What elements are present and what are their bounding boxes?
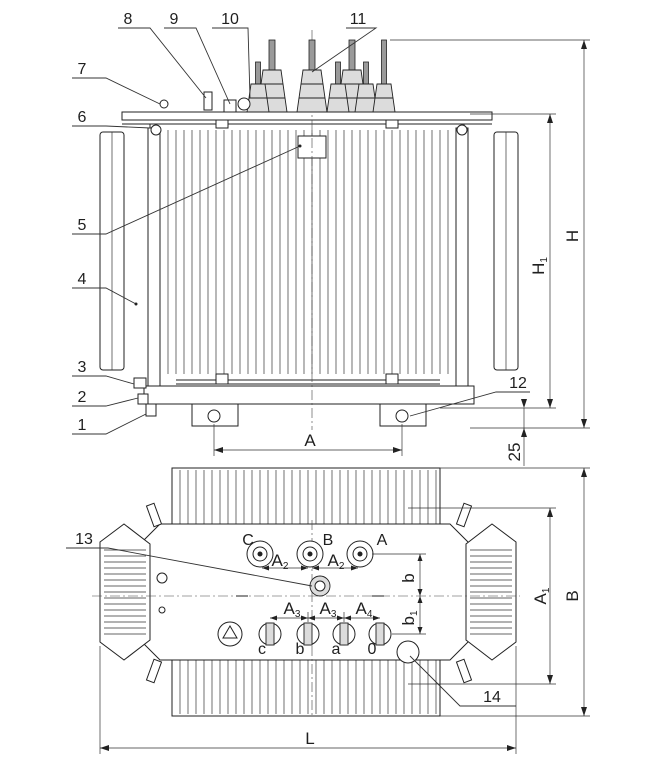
dim-height: H H1 25 [390, 39, 590, 466]
lv-bushings [246, 39, 396, 113]
tap-switch [223, 99, 237, 113]
pressure-gauge [237, 97, 251, 111]
gauge-pocket [217, 621, 243, 647]
dim-label-A1: A1 [531, 587, 552, 604]
filling-plug [159, 99, 169, 109]
fin-bank-bottom [171, 659, 441, 717]
pressure-relief-valve [396, 640, 420, 664]
dim-A1-B: A1 B [408, 467, 590, 717]
cover-bracket [385, 119, 399, 129]
dim-b-b1: b b1 [372, 553, 426, 635]
corrugated-fins [167, 130, 449, 374]
top-view: C B A c b a 0 A2 [92, 467, 590, 754]
callout-1: 1 [78, 417, 87, 434]
dim-label-L: L [305, 729, 314, 748]
callout-12: 12 [509, 375, 527, 392]
thermometer [203, 91, 213, 111]
dim-label-A3-left: A3 [284, 599, 301, 620]
dim-label-A2-left: A2 [272, 551, 289, 572]
front-view: H H1 25 A [99, 30, 590, 466]
hv-bushings [256, 39, 368, 113]
hv-label-A: A [377, 532, 388, 549]
lv-label-0: 0 [368, 641, 377, 658]
dim-label-A3-right: A3 [320, 599, 337, 620]
column-left [147, 127, 161, 387]
hv-label-B: B [323, 532, 334, 549]
drain-valve [133, 377, 147, 389]
dim-A2: A2 A2 [262, 551, 358, 572]
lifting-lug-right [456, 124, 468, 136]
dim-label-A2-right: A2 [328, 551, 345, 572]
base-frame [143, 385, 475, 405]
hv-terminals-top: C B A [242, 532, 388, 568]
lv-label-a: a [332, 641, 341, 658]
dim-A3-A4: A3 A3 A4 [270, 599, 380, 622]
callout-7: 7 [78, 61, 87, 78]
callout-5: 5 [78, 217, 87, 234]
callouts: 1 2 3 4 5 6 7 8 9 10 11 12 [66, 11, 530, 707]
lv-terminals-top: c b a 0 [258, 622, 392, 658]
callout-3: 3 [78, 359, 87, 376]
callout-4: 4 [78, 271, 87, 288]
tank-cover [121, 111, 493, 121]
callout-9: 9 [170, 11, 179, 28]
callout-8: 8 [124, 11, 133, 28]
sampling-valve [145, 403, 157, 417]
callout-13: 13 [75, 531, 93, 548]
dim-A: A [213, 424, 403, 456]
dim-label-B: B [563, 590, 582, 601]
lv-label-c: c [258, 641, 266, 658]
dim-label-A4: A4 [356, 599, 373, 620]
dim-label-H: H [563, 230, 582, 242]
dim-L: L [99, 646, 517, 754]
callout-14: 14 [483, 689, 501, 706]
dim-label-b1: b1 [399, 610, 420, 625]
callout-10: 10 [221, 11, 239, 28]
lv-label-b: b [296, 641, 305, 658]
dim-label-b: b [399, 573, 418, 582]
dim-label-A: A [304, 431, 316, 450]
filling-plug-top [156, 572, 168, 584]
hv-label-C: C [242, 532, 254, 549]
column-right [455, 127, 469, 387]
earth-terminal [137, 393, 149, 405]
side-radiator-fins [104, 549, 512, 635]
dim-label-25: 25 [505, 443, 524, 462]
top-view-fins [179, 470, 437, 714]
lifting-lug-left [150, 124, 162, 136]
fin-bank-top [171, 467, 441, 525]
dim-label-H1: H1 [529, 257, 550, 275]
tank-body [149, 123, 465, 387]
callout-2: 2 [78, 389, 87, 406]
callout-6: 6 [78, 109, 87, 126]
cover-bracket [215, 119, 229, 129]
callout-11: 11 [350, 11, 367, 28]
